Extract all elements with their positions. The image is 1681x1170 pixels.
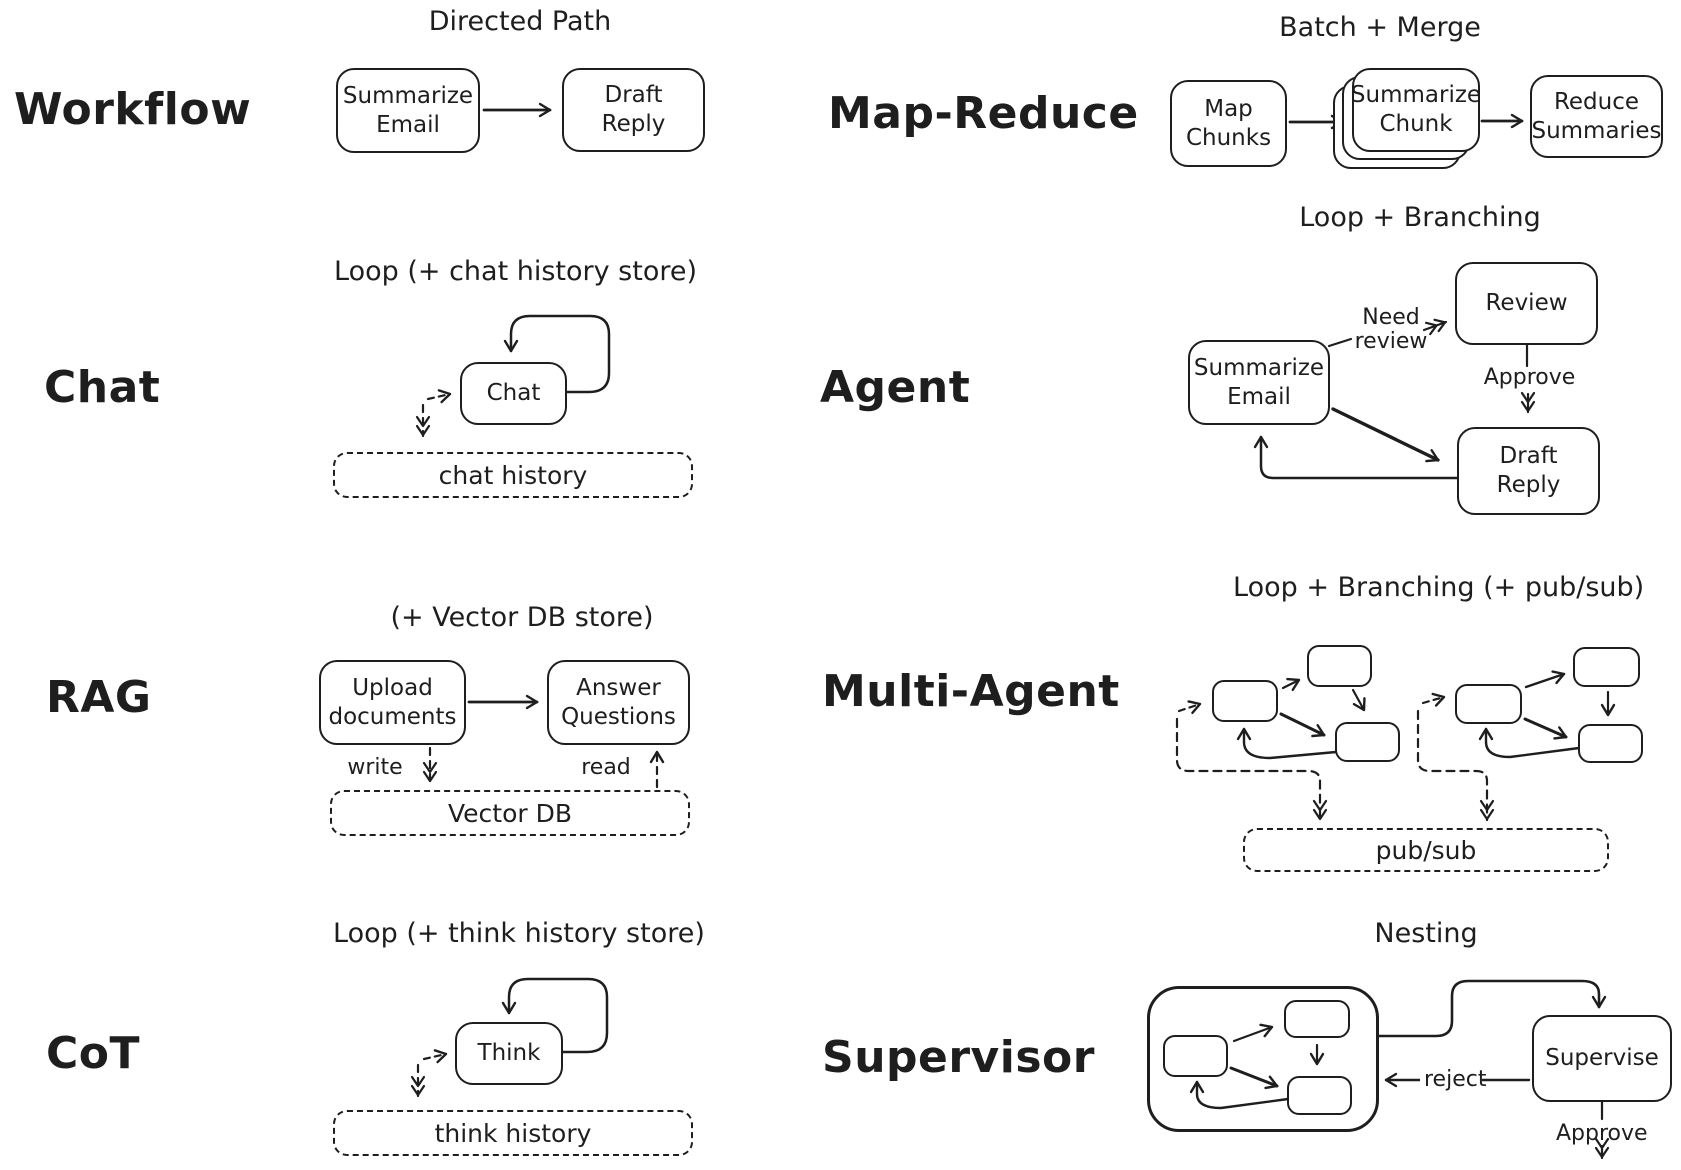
section-label-rag: RAG (46, 672, 152, 723)
ma1-node-top (1307, 645, 1372, 687)
section-label-map-reduce: Map-Reduce (828, 88, 1139, 139)
edge-label-reject: reject (1420, 1067, 1486, 1093)
ma1-arrow-top (1281, 677, 1301, 692)
agent-return-arrow (1253, 435, 1459, 480)
subtitle-rag: (+ Vector DB store) (390, 602, 654, 633)
chat-entry-arrow (426, 389, 452, 404)
subtitle-multi-agent: Loop + Branching (+ pub/sub) (1233, 572, 1645, 603)
sup-inner-arrow-diag (1229, 1066, 1279, 1090)
node-upload-documents: Upload documents (319, 660, 466, 745)
section-label-agent: Agent (820, 362, 971, 413)
node-agent-summarize-email: Summarize Email (1188, 340, 1330, 425)
subtitle-agent: Loop + Branching (1299, 202, 1541, 233)
ma2-node-top (1573, 647, 1640, 687)
ma2-node-left (1455, 684, 1522, 724)
sup-out-arrow (1377, 979, 1607, 1038)
node-map-chunks: Map Chunks (1170, 80, 1287, 167)
store-think-history: think history (333, 1110, 693, 1156)
subtitle-workflow: Directed Path (428, 6, 612, 37)
agent-needreview-connector (1327, 337, 1353, 348)
section-label-chat: Chat (44, 362, 161, 413)
ma1-node-left (1212, 680, 1278, 722)
edge-label-agent-approve: Approve (1483, 365, 1576, 390)
chat-self-loop (503, 314, 611, 394)
node-review: Review (1455, 262, 1598, 345)
ma2-pubsub-elbow (1416, 709, 1495, 822)
sup-node-top (1284, 1000, 1350, 1038)
ma2-node-bottom (1578, 724, 1643, 763)
node-think: Think (455, 1022, 563, 1085)
section-label-cot: CoT (46, 1028, 141, 1079)
node-reduce-summaries: Reduce Summaries (1530, 75, 1663, 158)
edge-label-sup-approve: Approve (1556, 1121, 1648, 1146)
node-summarize-chunk: Summarize Chunk (1351, 68, 1481, 152)
ma2-entry-arrow (1421, 692, 1446, 707)
cot-self-loop (501, 977, 609, 1054)
ma2-arrow-top (1524, 670, 1566, 689)
edge-label-write: write (347, 755, 403, 780)
sup-inner-arrow-top (1232, 1023, 1274, 1043)
sup-node-left (1163, 1035, 1228, 1077)
ma1-pubsub-elbow (1175, 717, 1328, 822)
ma1-entry-arrow (1177, 700, 1202, 715)
ma2-arrow-diag (1523, 717, 1568, 740)
node-draft-reply: Draft Reply (562, 68, 705, 152)
subtitle-chat: Loop (+ chat history store) (334, 256, 698, 287)
supervisor-nested-container (1147, 986, 1379, 1132)
ma1-arrow-down (1351, 688, 1366, 712)
section-label-supervisor: Supervisor (822, 1032, 1095, 1083)
agent-draft-arrow (1331, 407, 1440, 463)
node-agent-draft-reply: Draft Reply (1457, 427, 1600, 515)
subtitle-cot: Loop (+ think history store) (333, 918, 705, 949)
node-answer-questions: Answer Questions (547, 660, 690, 745)
store-vector-db: Vector DB (330, 790, 690, 836)
node-supervise: Supervise (1532, 1015, 1672, 1102)
cot-entry-arrow (422, 1049, 448, 1064)
edge-label-read: read (581, 755, 631, 780)
ma1-node-bottom (1335, 722, 1400, 762)
agent-needreview-arrow (1422, 318, 1448, 336)
subtitle-map-reduce: Batch + Merge (1279, 12, 1481, 43)
ma2-loop (1478, 727, 1581, 759)
sup-inner-loop (1189, 1080, 1290, 1110)
section-label-workflow: Workflow (14, 84, 252, 135)
store-chat-history: chat history (333, 452, 693, 498)
sup-node-bottom (1287, 1076, 1352, 1115)
ma1-arrow-diag (1279, 712, 1326, 738)
node-summarize-email: Summarize Email (336, 68, 480, 153)
edge-label-need-review: Need review (1354, 305, 1428, 355)
store-pub-sub: pub/sub (1243, 828, 1609, 872)
subtitle-supervisor: Nesting (1374, 918, 1478, 949)
section-label-multi-agent: Multi-Agent (822, 666, 1120, 717)
ma1-loop (1236, 727, 1338, 760)
node-chat: Chat (460, 362, 567, 425)
